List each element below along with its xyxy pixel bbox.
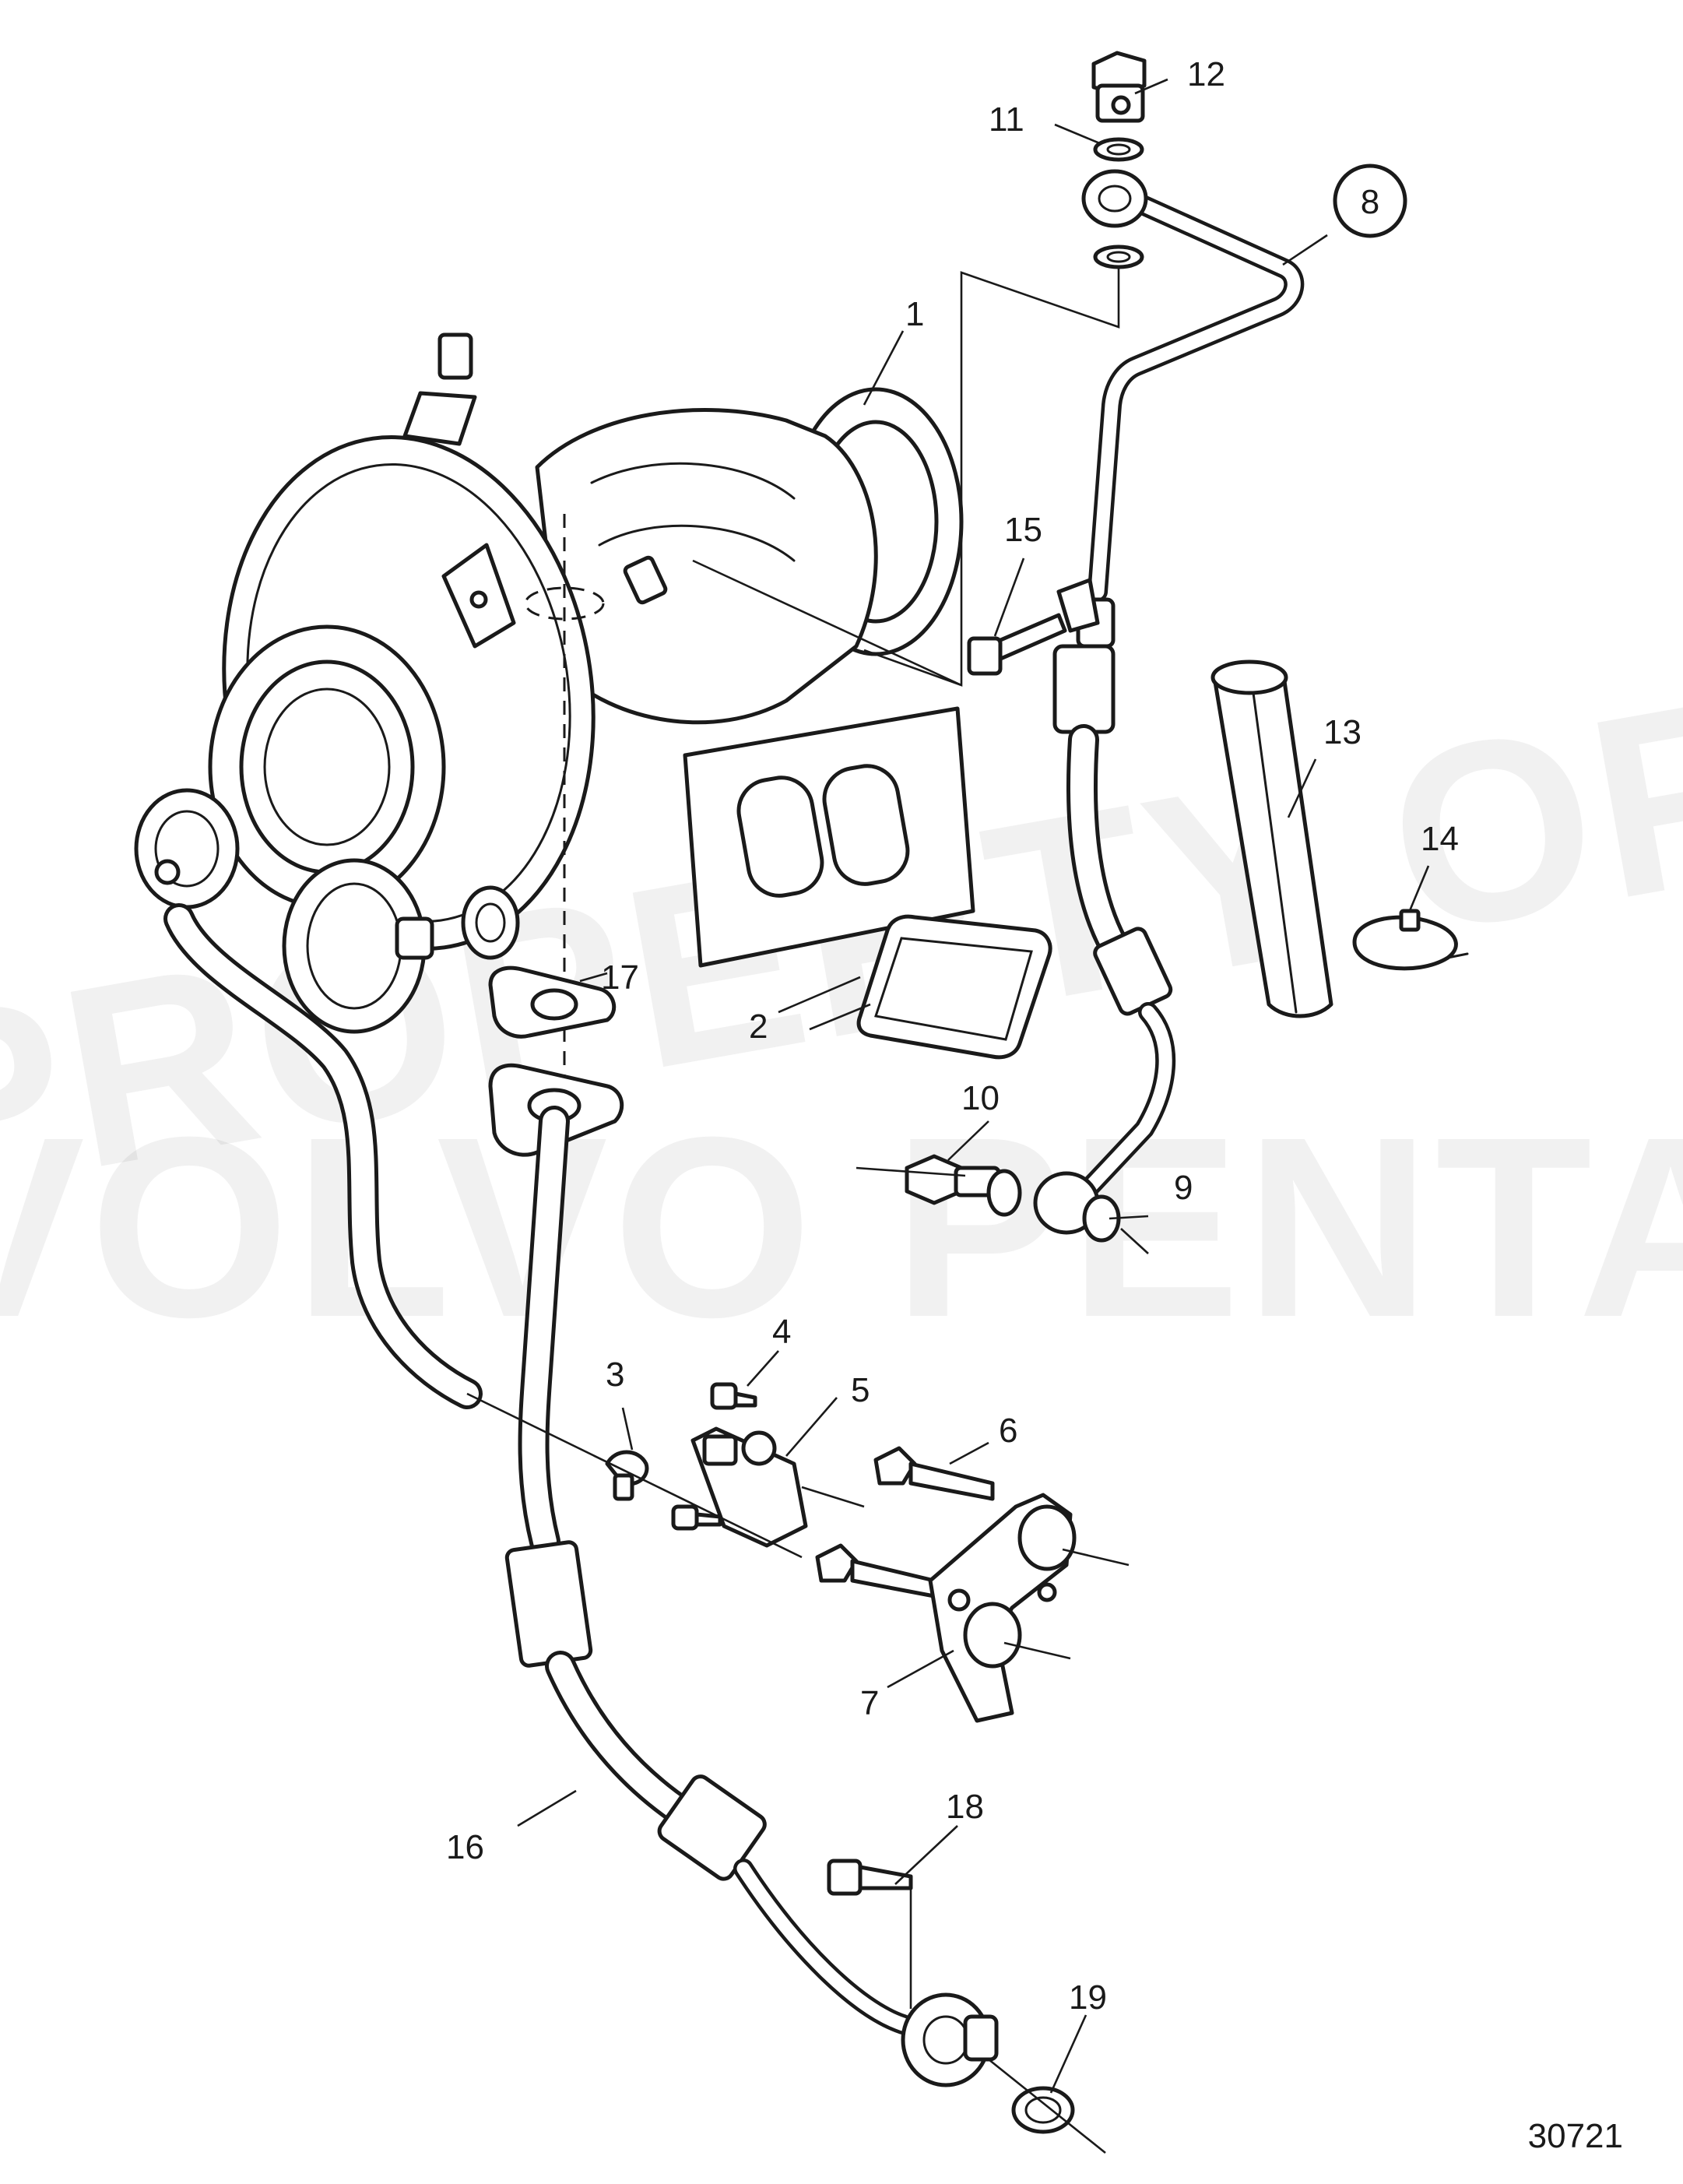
bracket-bolts <box>815 1446 995 1598</box>
top-bracket-bolt <box>437 332 473 380</box>
banjo-bolt-lower <box>905 1154 1121 1243</box>
callout-8-circle <box>1333 164 1407 238</box>
drain-hose-ferrule <box>657 1774 767 1881</box>
callout-7: 7 <box>860 1684 879 1722</box>
wastegate-actuator <box>134 788 240 909</box>
callout-9: 9 <box>1174 1169 1193 1207</box>
actuator-port <box>154 859 181 885</box>
outlet-clip <box>395 916 434 960</box>
drawing-reference-number: 30721 <box>1528 2117 1623 2155</box>
callout-12: 12 <box>1187 55 1225 93</box>
callout-leaders <box>517 78 1430 2094</box>
callout-16: 16 <box>446 1828 484 1866</box>
watermark-line-2: VOLVO PENTA <box>0 1083 1683 1370</box>
sensor-bracket <box>928 1493 1077 1723</box>
callout-3: 3 <box>606 1356 624 1394</box>
callout-2: 2 <box>749 1008 768 1046</box>
pressure-sensor <box>671 1382 808 1548</box>
callout-5: 5 <box>851 1371 870 1409</box>
flange-port-left <box>736 775 824 898</box>
wastegate-hose <box>163 903 483 1409</box>
drain-boss <box>461 885 520 960</box>
callout-10: 10 <box>961 1079 1000 1117</box>
assembly-lines <box>466 269 1149 2154</box>
turbocharger <box>134 332 975 1113</box>
flange-port-right <box>822 764 910 886</box>
housing-bolt <box>623 555 668 605</box>
drain-hose-sleeve <box>504 1540 593 1668</box>
exhaust-gasket <box>856 914 1052 1060</box>
callout-18: 18 <box>946 1788 984 1826</box>
callout-11: 11 <box>989 100 1024 139</box>
callout-4: 4 <box>772 1313 791 1351</box>
callout-labels: 1 2 3 4 5 6 7 8 9 10 11 12 13 14 15 16 1… <box>446 55 1459 2017</box>
callout-1: 1 <box>905 295 924 333</box>
top-banjo <box>1081 169 1148 228</box>
callout-14: 14 <box>1421 820 1459 858</box>
protective-hose <box>1210 659 1333 1018</box>
callout-15: 15 <box>1004 511 1042 549</box>
flange-bolt <box>827 1859 913 1896</box>
callout-6: 6 <box>999 1412 1017 1450</box>
callout-13: 13 <box>1323 713 1362 751</box>
callout-8: 8 <box>1361 183 1379 221</box>
oil-drain-pipe <box>488 1063 999 2087</box>
callout-17: 17 <box>601 958 639 997</box>
sealing-washers-top <box>1093 137 1144 269</box>
sealing-ring <box>1011 2086 1075 2134</box>
drain-gasket <box>488 965 617 1039</box>
compressor-inlet-bore <box>239 659 415 874</box>
callout-19: 19 <box>1069 1978 1107 2017</box>
clip-bolt <box>967 578 1100 676</box>
pipe-hose-sleeve <box>1052 644 1116 734</box>
top-bracket <box>402 391 477 446</box>
banjo-bolt-top <box>1091 51 1147 123</box>
hose-clamp <box>605 1450 649 1501</box>
